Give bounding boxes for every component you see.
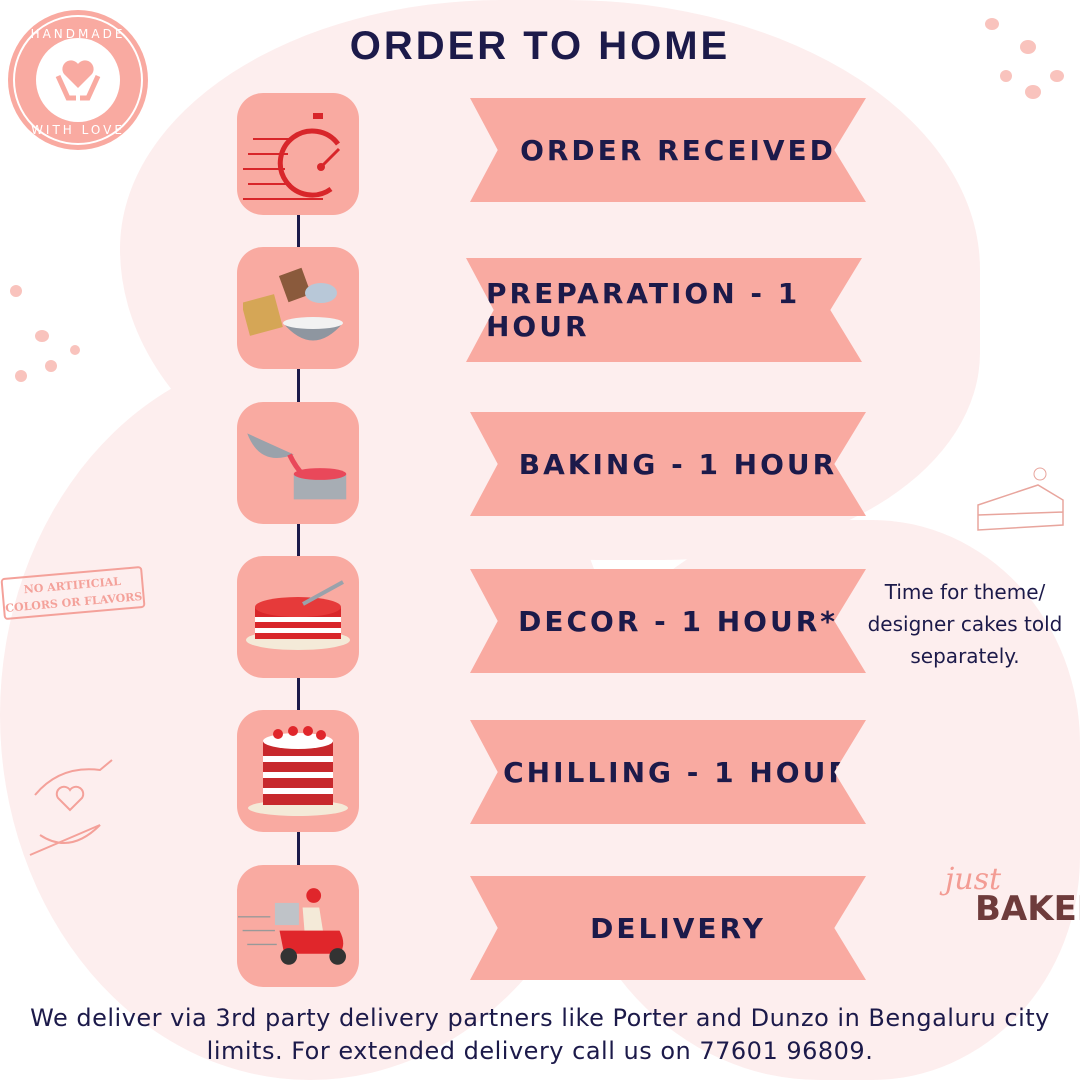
step-icon-box xyxy=(237,556,359,678)
decorative-dot xyxy=(1025,85,1041,99)
step-label: DECOR - 1 HOUR* xyxy=(518,604,838,638)
baking-pan-icon xyxy=(247,433,347,500)
decorative-dot xyxy=(70,345,80,355)
layer-cake-icon xyxy=(248,726,348,816)
step-label: DELIVERY xyxy=(590,911,766,945)
svg-text:HANDMADE: HANDMADE xyxy=(31,27,126,41)
decorative-dot xyxy=(35,330,49,342)
step-label: ORDER RECEIVED xyxy=(520,133,836,167)
step-ribbon-decor: DECOR - 1 HOUR* xyxy=(470,569,866,673)
decor-footnote: Time for theme/ designer cakes told sepa… xyxy=(867,580,1063,668)
just-baked-logo: just BAKED xyxy=(945,862,1080,929)
handmade-with-love-badge: HANDMADE WITH LOVE xyxy=(8,10,148,150)
step-icon-box xyxy=(237,710,359,832)
decorative-dot xyxy=(1000,70,1012,82)
step-icon-box xyxy=(237,402,359,524)
decorative-dot xyxy=(1050,70,1064,82)
delivery-scooter-icon xyxy=(238,888,346,965)
step-ribbon-delivery: DELIVERY xyxy=(470,876,866,980)
caring-hands-icon xyxy=(29,759,113,856)
decorative-dot xyxy=(10,285,22,297)
logo-just: just xyxy=(945,862,1002,897)
heart-hands-icon: HANDMADE WITH LOVE xyxy=(13,15,143,145)
timeline-connector xyxy=(297,210,300,880)
decorative-dot xyxy=(1020,40,1036,54)
step-icon-box xyxy=(237,247,359,369)
step-ribbon-order-received: ORDER RECEIVED xyxy=(470,98,866,202)
decorative-dot xyxy=(45,360,57,372)
step-ribbon-preparation: PREPARATION - 1 HOUR xyxy=(466,258,862,362)
logo-baked: BAKED xyxy=(975,889,1080,929)
step-label: CHILLING - 1 HOUR xyxy=(503,755,853,789)
decorative-dot xyxy=(985,18,999,30)
cake-decorating-icon xyxy=(246,580,350,650)
step-icon-box xyxy=(237,93,359,215)
delivery-info-text: We deliver via 3rd party delivery partne… xyxy=(30,1004,1050,1065)
page-title: ORDER TO HOME xyxy=(349,24,731,68)
decorative-dot xyxy=(15,370,27,382)
cake-slice-sketch-icon xyxy=(977,467,1064,531)
step-icon-box xyxy=(237,865,359,987)
step-label: PREPARATION - 1 HOUR xyxy=(486,277,801,343)
svg-text:WITH LOVE: WITH LOVE xyxy=(31,123,125,137)
step-ribbon-baking: BAKING - 1 HOUR xyxy=(470,412,866,516)
step-ribbon-chilling: CHILLING - 1 HOUR xyxy=(470,720,866,824)
stopwatch-icon xyxy=(243,113,341,200)
mixing-bowl-icon xyxy=(243,267,343,341)
step-label: BAKING - 1 HOUR xyxy=(518,447,838,481)
